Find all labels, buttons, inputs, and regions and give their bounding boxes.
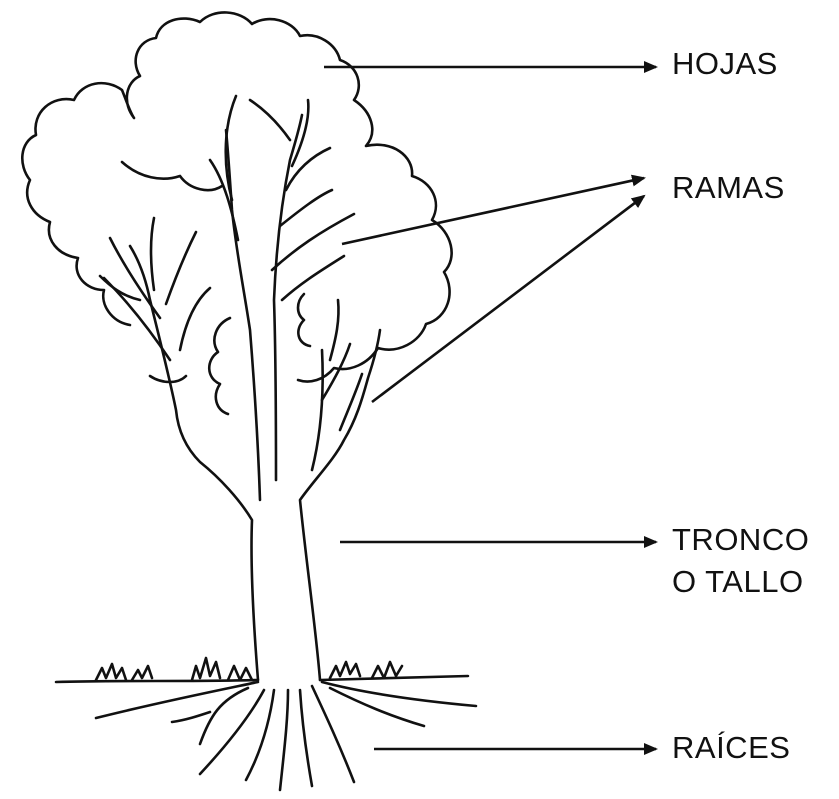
tree-root bbox=[200, 688, 248, 744]
pointer-ramas-upper bbox=[342, 178, 644, 244]
branch-left bbox=[151, 218, 154, 290]
grass bbox=[372, 662, 402, 678]
tree-root bbox=[172, 712, 210, 722]
grass bbox=[132, 666, 152, 680]
label-hojas: HOJAS bbox=[672, 44, 778, 84]
grass bbox=[330, 662, 360, 678]
label-raices: RAÍCES bbox=[672, 728, 790, 768]
label-ramas: RAMAS bbox=[672, 168, 785, 208]
tree-root bbox=[96, 682, 258, 718]
branch-left bbox=[180, 288, 210, 350]
branch-top bbox=[250, 100, 290, 140]
canopy-inner-lobe bbox=[298, 294, 310, 346]
tree-root bbox=[246, 690, 274, 780]
pointer-ramas-lower bbox=[372, 196, 644, 402]
canopy-inner-lobe bbox=[209, 318, 230, 414]
branch-top bbox=[282, 256, 344, 300]
grass bbox=[96, 664, 126, 680]
grass bbox=[228, 666, 252, 680]
label-tronco: TRONCO bbox=[672, 520, 809, 560]
tree-trunk-center bbox=[274, 115, 302, 480]
tree-root bbox=[312, 686, 354, 782]
branch-right bbox=[312, 350, 323, 470]
tree-trunk-right bbox=[300, 330, 380, 680]
branch-left bbox=[166, 232, 196, 304]
branch-right bbox=[330, 300, 339, 360]
tree-root bbox=[280, 690, 288, 790]
ground-line bbox=[320, 676, 468, 680]
label-tallo: O TALLO bbox=[672, 562, 804, 602]
canopy-inner-lobe bbox=[122, 162, 222, 190]
branch-top bbox=[280, 190, 332, 226]
branch-right bbox=[340, 374, 362, 430]
tree-trunk-center bbox=[226, 130, 260, 500]
branch-right bbox=[322, 344, 350, 400]
branch-top bbox=[292, 100, 308, 166]
tree-root bbox=[300, 690, 312, 786]
grass bbox=[192, 658, 220, 680]
